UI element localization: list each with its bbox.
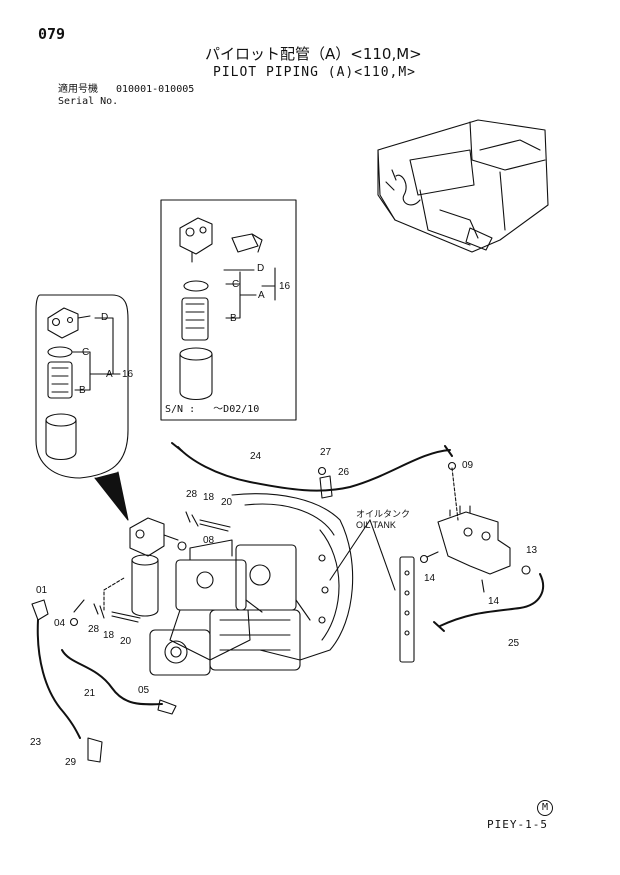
callout-18-upper: 18 bbox=[203, 492, 215, 503]
callout-14-right: 14 bbox=[488, 596, 500, 607]
hose-23 bbox=[36, 619, 81, 739]
callout-24: 24 bbox=[250, 451, 262, 462]
callout-28-upper: 28 bbox=[186, 489, 198, 500]
serial-label-japanese: 適用号機 bbox=[58, 84, 98, 95]
bolt-set-upper bbox=[185, 511, 231, 532]
serial-range: 010001-010005 bbox=[116, 84, 195, 95]
main-filter bbox=[129, 517, 187, 617]
valve-block bbox=[419, 505, 531, 593]
pump-assembly bbox=[149, 493, 354, 676]
page-title-english: PILOT PIPING (A)<110,M> bbox=[213, 65, 417, 80]
hose-25 bbox=[439, 573, 545, 627]
valve-leader bbox=[451, 467, 459, 521]
excavator-locator-sketch bbox=[377, 119, 549, 253]
callout-25: 25 bbox=[508, 638, 520, 649]
model-mark: M bbox=[537, 800, 553, 816]
callout-04: 04 bbox=[54, 618, 66, 629]
callout-16-bubble: 16 bbox=[122, 369, 134, 380]
oil-tank-leader bbox=[329, 519, 371, 581]
callout-21: 21 bbox=[84, 688, 96, 699]
callout-26: 26 bbox=[338, 467, 350, 478]
callout-05: 05 bbox=[138, 685, 150, 696]
callout-29: 29 bbox=[65, 757, 77, 768]
callout-27: 27 bbox=[320, 447, 332, 458]
filter-inset-box bbox=[160, 199, 297, 421]
oil-tank-label-en: OIL TANK bbox=[356, 520, 396, 530]
callout-14-left: 14 bbox=[424, 573, 436, 584]
fitting-04 bbox=[69, 617, 79, 627]
callout-20-lower: 20 bbox=[120, 636, 132, 647]
callout-16-inset: 16 bbox=[279, 281, 291, 292]
bolt-set-lower bbox=[93, 603, 141, 623]
callout-28-lower: 28 bbox=[88, 624, 100, 635]
callout-b-inset: B bbox=[230, 313, 237, 324]
bolt-27 bbox=[317, 466, 327, 476]
page-title-japanese: パイロット配管（A）<110,M> bbox=[205, 45, 422, 63]
figure-code: PIEY-1-5 bbox=[487, 818, 548, 831]
oil-tank-label-jp: オイルタンク bbox=[356, 509, 411, 519]
callout-01: 01 bbox=[36, 585, 48, 596]
callout-13: 13 bbox=[526, 545, 538, 556]
callout-c-inset: C bbox=[232, 279, 240, 290]
page-number: 079 bbox=[38, 25, 66, 43]
callout-23: 23 bbox=[30, 737, 42, 748]
callout-a-bubble: A bbox=[106, 369, 113, 380]
inset-serial-label: S/N : ～D02/10 bbox=[165, 404, 260, 415]
callout-c-bubble: C bbox=[82, 347, 90, 358]
fitting-05 bbox=[157, 699, 177, 715]
callout-a-inset: A bbox=[258, 290, 265, 301]
callout-d-inset: D bbox=[257, 263, 265, 274]
hose-21 bbox=[61, 649, 163, 706]
callout-18-lower: 18 bbox=[103, 630, 115, 641]
fitting-29 bbox=[87, 737, 103, 763]
callout-d-bubble: D bbox=[101, 312, 109, 323]
callout-09: 09 bbox=[462, 460, 474, 471]
clamp-26 bbox=[319, 475, 333, 499]
callout-20-upper: 20 bbox=[221, 497, 233, 508]
serial-label-english: Serial No. bbox=[58, 96, 119, 107]
callout-b-bubble: B bbox=[79, 385, 86, 396]
hose-24 bbox=[177, 446, 451, 492]
filter-detail-bubble bbox=[35, 294, 129, 521]
fitting-01 bbox=[31, 599, 49, 621]
oil-tank-bracket bbox=[399, 556, 415, 663]
callout-08: 08 bbox=[203, 535, 215, 546]
